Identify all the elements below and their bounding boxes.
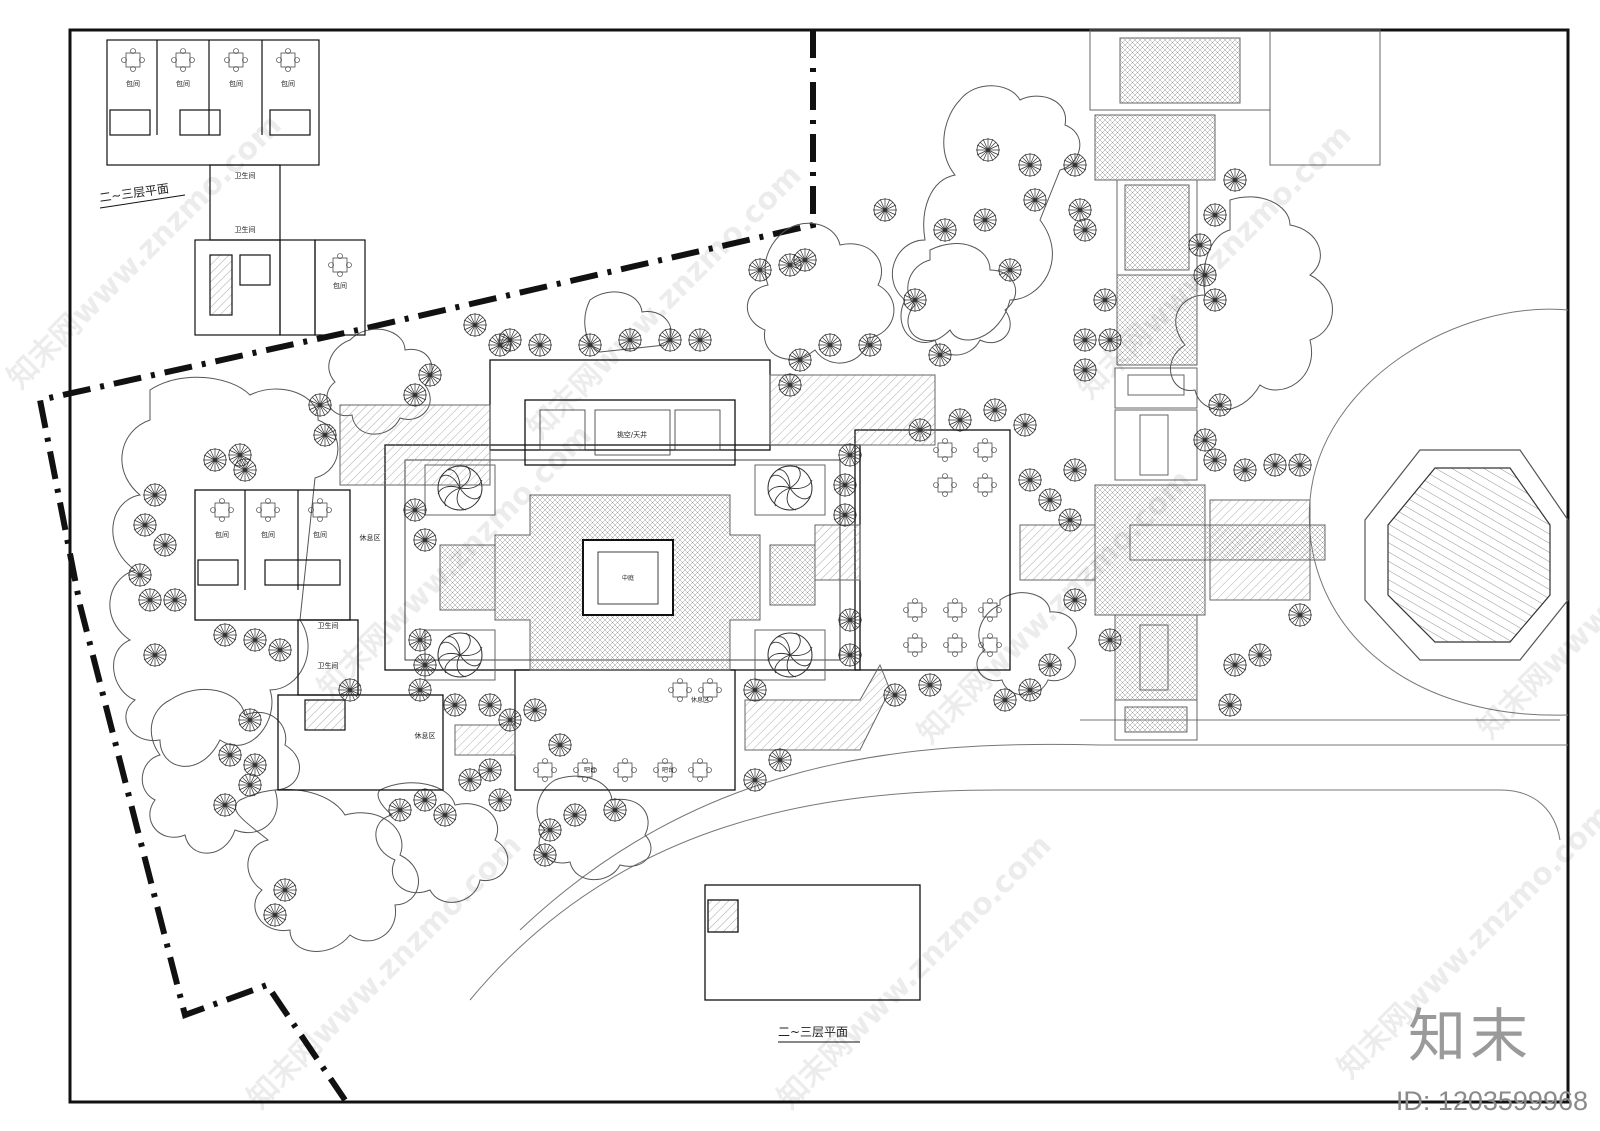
label-private-room-5: 包间 [333,281,347,290]
title-upper-floor-plan-a: 二~三层平面 [98,181,169,205]
octagonal-pavilion [1364,449,1569,661]
label-bar-1: 吧台 [584,766,596,774]
label-private-room-3: 包间 [229,79,243,88]
label-bar-2: 吧台 [662,766,674,774]
label-private-room-6: 包间 [215,530,229,539]
label-lounge-1: 休息区 [360,533,381,542]
north-axis-paving [1019,29,1381,741]
label-central-hall: 中庭 [622,574,634,582]
label-private-room-1: 包间 [126,79,140,88]
upper-floor-plan-a [106,39,366,336]
label-restroom-b1: 卫生间 [318,621,339,630]
label-rest-zone: 休息区 [691,696,709,704]
site-boundary [36,30,816,1102]
label-lounge-2: 休息区 [415,731,436,740]
covered-corridors [339,374,936,756]
label-private-room-2: 包间 [176,79,190,88]
label-private-room-8: 包间 [313,530,327,539]
hall-seating [539,409,721,456]
watermark-6: 知末网www.znzmo.com [771,828,1059,1116]
watermark-1: 知末网www.znzmo.com [1,108,289,396]
label-restroom-b2: 卫生间 [318,661,339,670]
drawing-id: ID: 1203599968 [1395,1086,1588,1116]
label-restroom-a2: 卫生间 [235,225,256,234]
label-atrium: 挑空/天井 [617,430,647,439]
upper-floor-plan-b [704,884,921,1001]
watermark-7: 知末网www.znzmo.com [241,828,529,1116]
brand-logo: 知末 [1407,1002,1532,1070]
label-private-room-7: 包间 [261,530,275,539]
label-restroom-a1: 卫生间 [235,171,256,180]
dining-tables-east [903,438,1002,657]
watermarks: 知末网www.znzmo.com 知末网www.znzmo.com 知末网www… [1,108,1600,1116]
title-upper-floor-plan-b: 二~三层平面 [778,1025,848,1039]
watermark-3: 知末网www.znzmo.com [521,158,809,446]
label-private-room-4: 包间 [281,79,295,88]
west-wing-partitions [197,490,346,731]
central-courtyard [424,464,826,681]
west-wing-tables [210,498,332,522]
dining-tables-south [533,678,722,782]
